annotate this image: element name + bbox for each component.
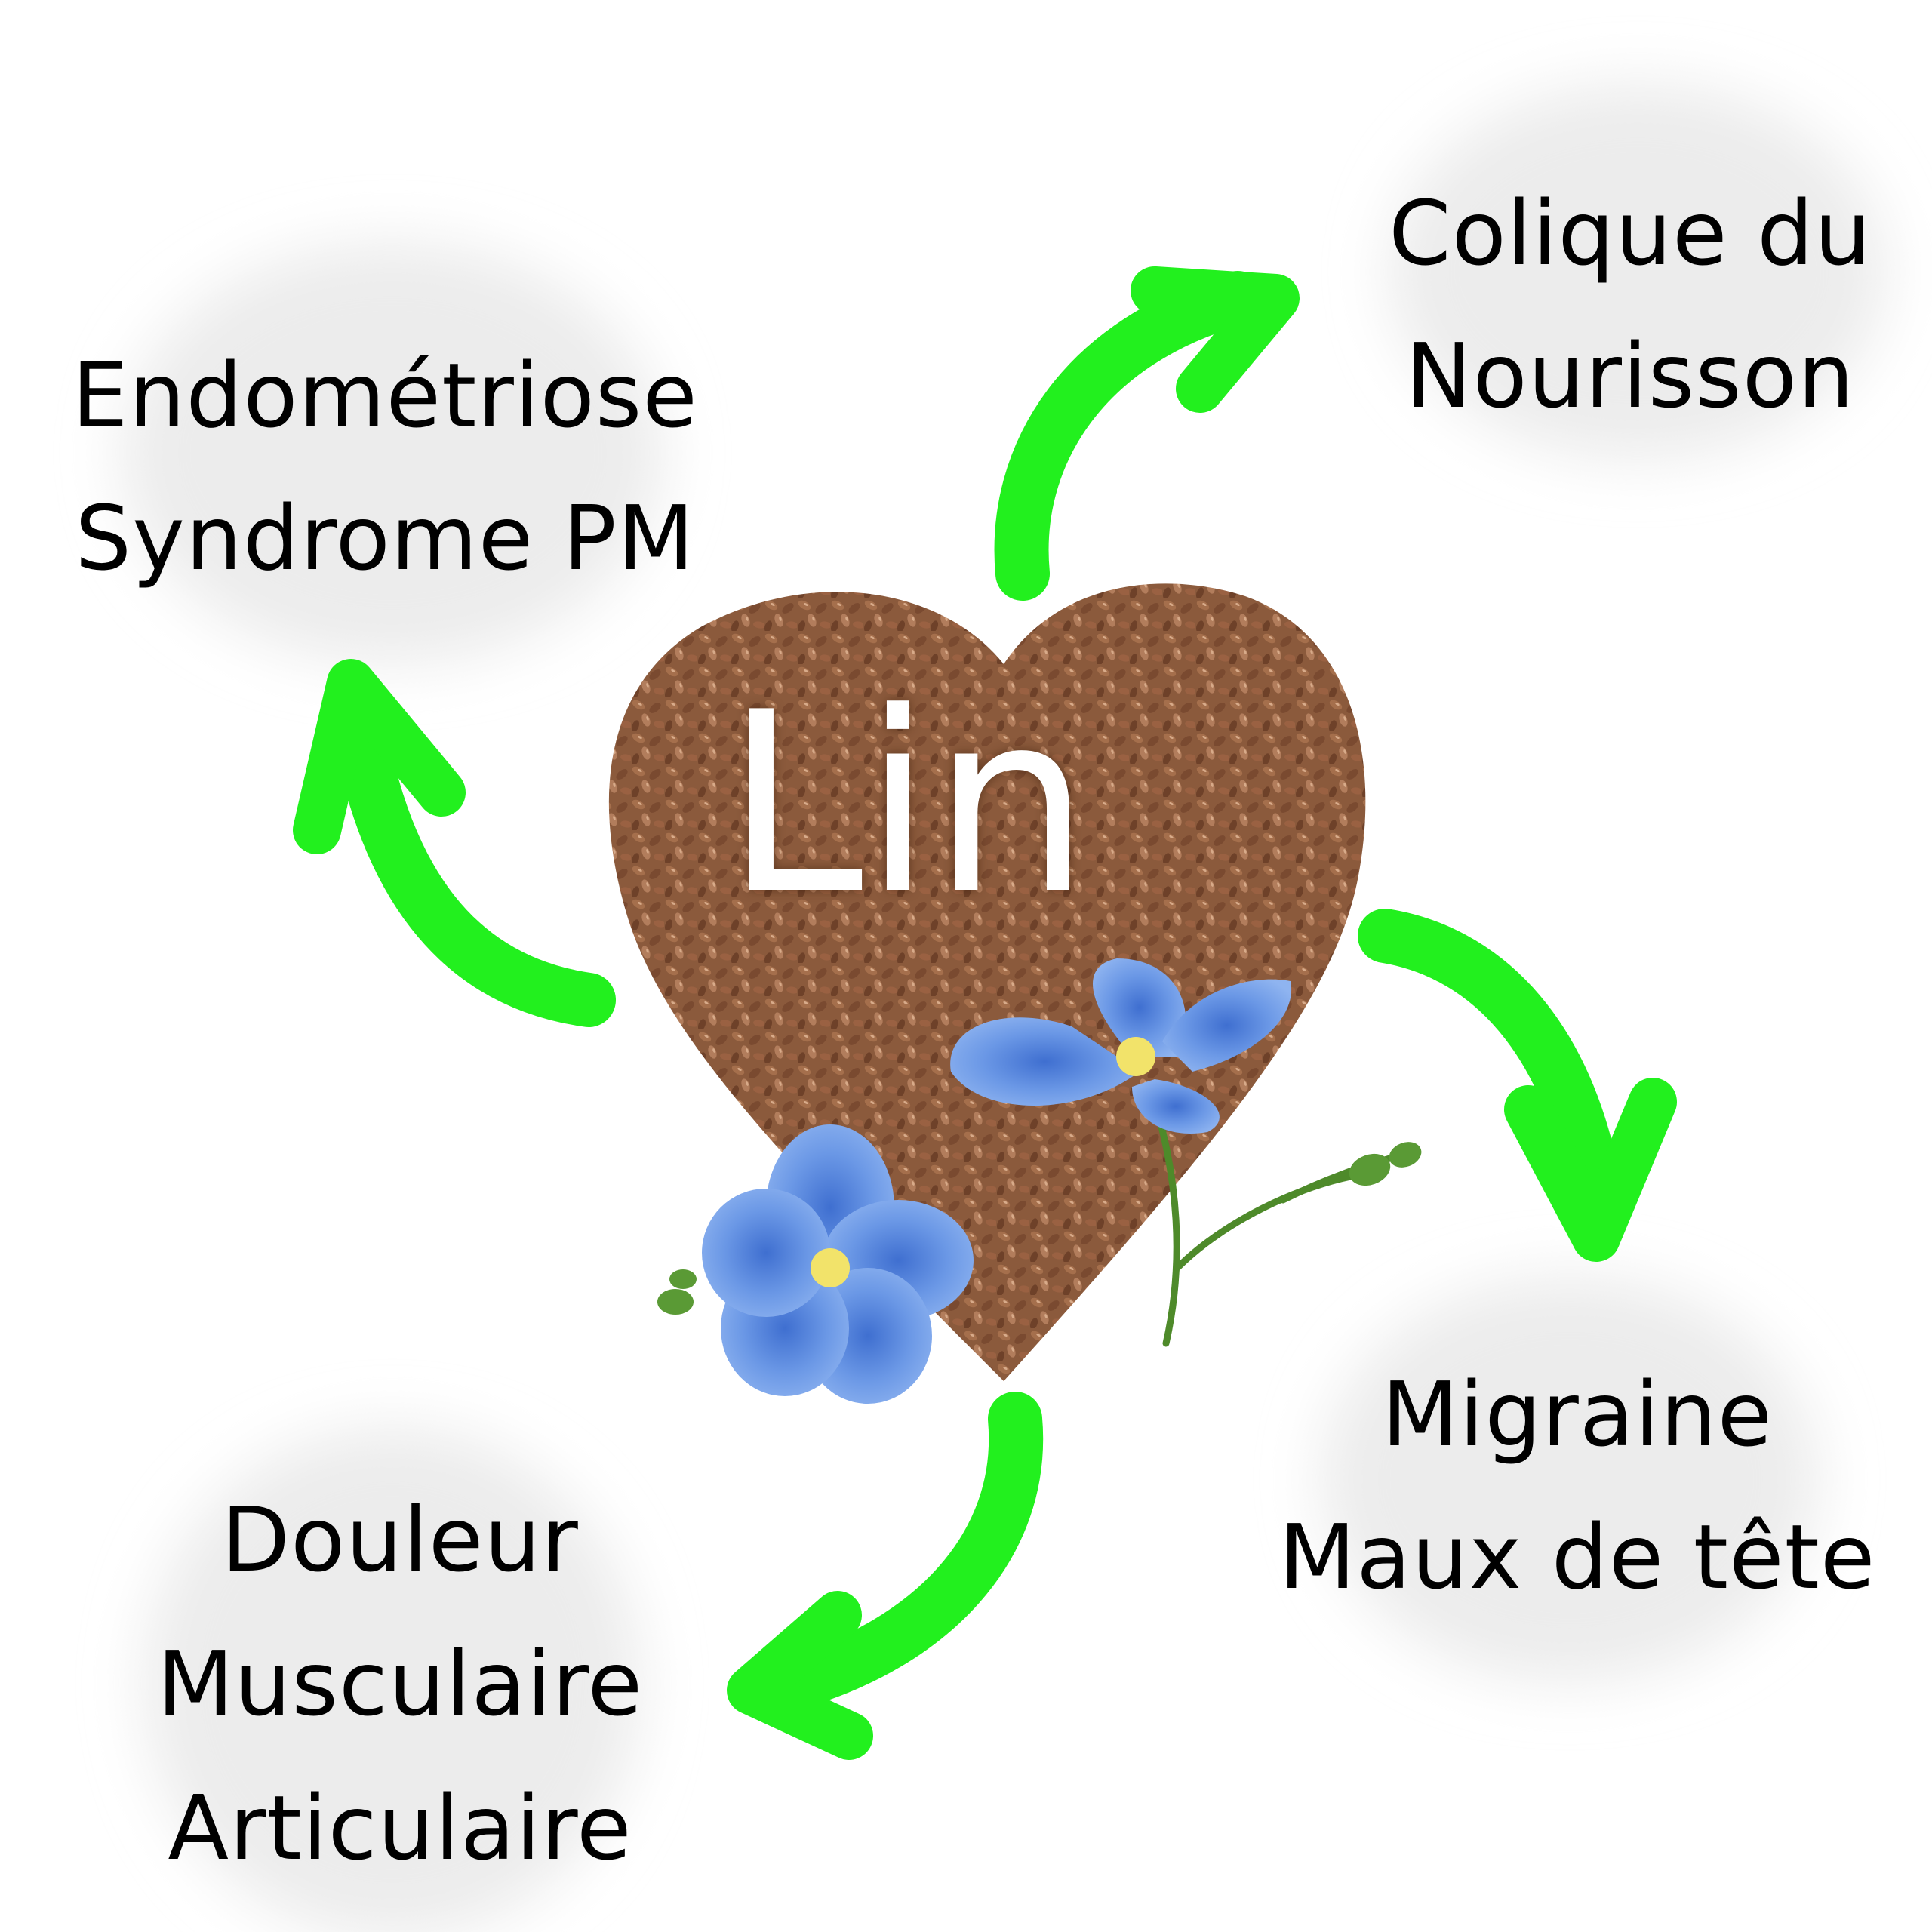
halo-top-left bbox=[121, 242, 664, 664]
arrow-to-pain bbox=[727, 1392, 1044, 1760]
label-line: Maux de tête bbox=[1278, 1504, 1876, 1609]
center-title: Lin bbox=[724, 659, 1091, 949]
label-line: Musculaire bbox=[156, 1632, 644, 1737]
flax-flower-lower bbox=[702, 1124, 974, 1404]
arrow-to-endometriosis bbox=[293, 659, 616, 1027]
label-line: Colique du bbox=[1389, 181, 1872, 285]
label-line: Douleur bbox=[221, 1487, 579, 1592]
label-migraine-headache: Migraine Maux de tête bbox=[1253, 1343, 1902, 1629]
label-line: Endométriose bbox=[72, 343, 698, 448]
flower-buds bbox=[657, 1142, 1422, 1315]
label-infant-colic: Colique du Nourisson bbox=[1351, 162, 1909, 448]
halo-top-right bbox=[1389, 83, 1887, 460]
arrow-to-colic bbox=[994, 266, 1300, 601]
arrows bbox=[293, 266, 1677, 1760]
label-halos bbox=[121, 83, 1887, 1932]
flax-seed-heart bbox=[608, 583, 1366, 1382]
flax-flower-upper bbox=[950, 958, 1292, 1134]
label-line: Syndrome PM bbox=[75, 485, 695, 590]
label-line: Nourisson bbox=[1405, 323, 1855, 428]
halo-bottom-right bbox=[1321, 1275, 1819, 1683]
arrow-to-migraine bbox=[1358, 909, 1677, 1262]
label-line: Migraine bbox=[1381, 1362, 1774, 1466]
label-muscle-joint-pain: Douleur Musculaire Articulaire bbox=[106, 1468, 694, 1900]
label-line: Articulaire bbox=[168, 1776, 632, 1881]
label-endometriosis-pms: Endométriose Syndrome PM bbox=[30, 325, 740, 610]
halo-bottom-left bbox=[143, 1426, 641, 1932]
